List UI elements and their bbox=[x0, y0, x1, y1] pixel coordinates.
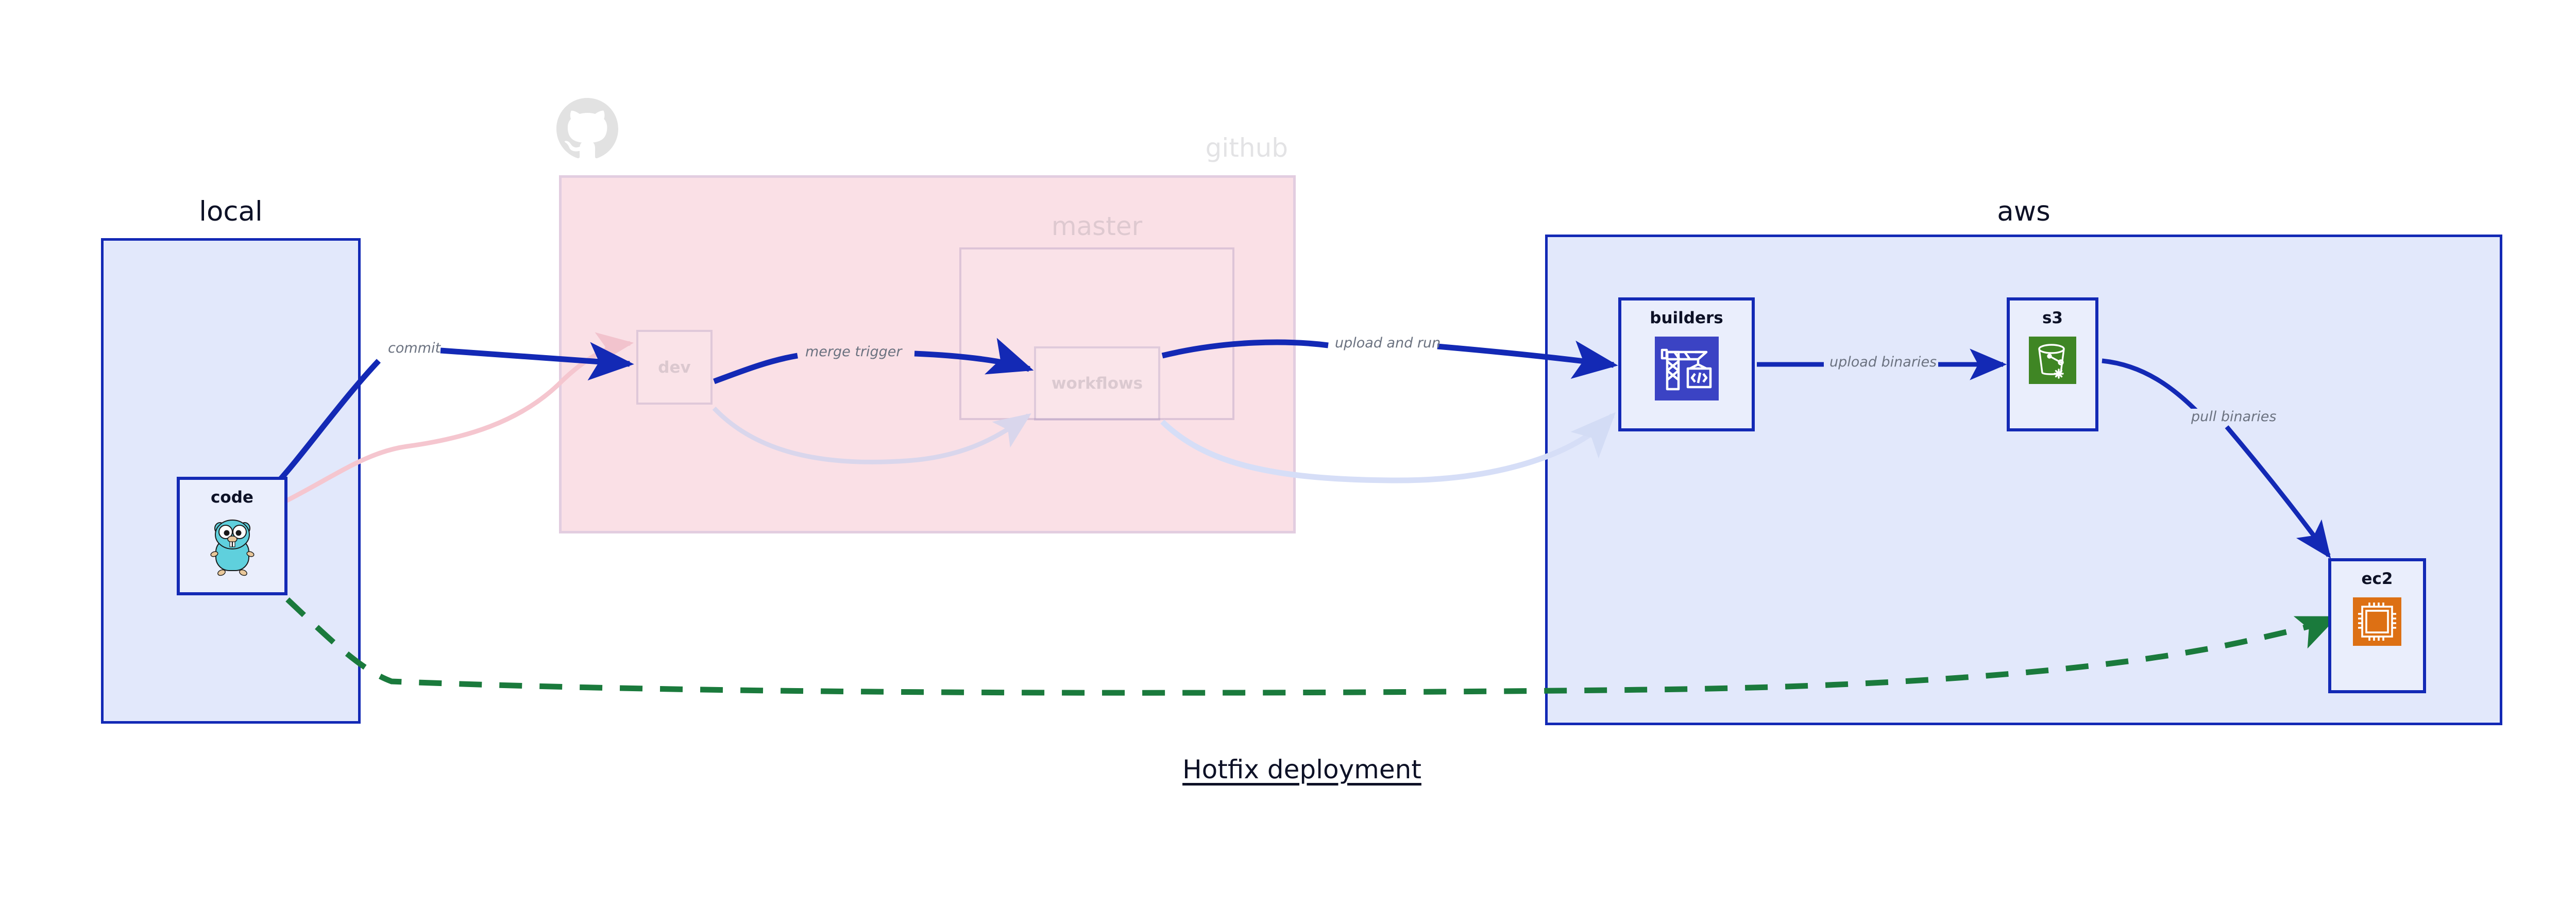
group-local-label: local bbox=[199, 196, 263, 227]
edge-pullbin-bottom bbox=[2225, 425, 2331, 559]
edge-label-upload-binaries: upload binaries bbox=[1828, 354, 1939, 370]
edge-label-pull-binaries: pull binaries bbox=[2190, 409, 2278, 425]
edge-pullbin-top bbox=[2102, 358, 2203, 417]
node-ec2-label: ec2 bbox=[2361, 570, 2393, 588]
aws-s3-bucket-icon bbox=[2029, 337, 2076, 386]
group-master bbox=[959, 247, 1234, 420]
node-dev-label: dev bbox=[658, 358, 691, 377]
node-builders-label: builders bbox=[1650, 309, 1723, 327]
edge-commit-left bbox=[273, 359, 381, 487]
edge-workflows-builders-ghost bbox=[1160, 412, 1616, 483]
page-title: Hotfix deployment bbox=[1182, 755, 1421, 784]
edge-dev-workflows-ghost bbox=[712, 406, 1031, 464]
aws-ec2-cpu-icon bbox=[2353, 597, 2401, 648]
edge-hotfix-dashed bbox=[285, 597, 2338, 696]
group-aws-label: aws bbox=[1997, 196, 2050, 227]
node-s3[interactable]: s3 bbox=[2007, 297, 2098, 431]
node-s3-label: s3 bbox=[2042, 309, 2063, 327]
go-gopher-icon bbox=[208, 516, 257, 579]
edge-uploadrun-left bbox=[1161, 339, 1329, 359]
node-ec2[interactable]: ec2 bbox=[2328, 558, 2426, 693]
edge-commit-right bbox=[440, 342, 634, 381]
edge-label-merge-trigger: merge trigger bbox=[804, 344, 904, 360]
edge-code-dev-ghost bbox=[240, 332, 634, 524]
node-code[interactable]: code bbox=[177, 477, 287, 595]
edge-merge-left bbox=[713, 353, 798, 385]
edge-merge-right bbox=[914, 338, 1034, 375]
node-workflows[interactable]: workflows bbox=[1034, 346, 1160, 421]
edge-label-upload-and-run: upload and run bbox=[1335, 335, 1441, 351]
node-code-label: code bbox=[211, 488, 253, 507]
github-octocat-icon bbox=[556, 98, 618, 159]
node-workflows-label: workflows bbox=[1051, 374, 1143, 393]
edge-uploadrun-right bbox=[1437, 340, 1618, 379]
group-github-label: github bbox=[1205, 133, 1288, 163]
edge-label-commit: commit bbox=[388, 340, 441, 356]
node-builders[interactable]: builders bbox=[1618, 297, 1755, 431]
node-dev[interactable]: dev bbox=[636, 330, 713, 405]
aws-codebuild-crane-icon bbox=[1654, 337, 1719, 403]
group-master-label: master bbox=[1051, 211, 1143, 241]
